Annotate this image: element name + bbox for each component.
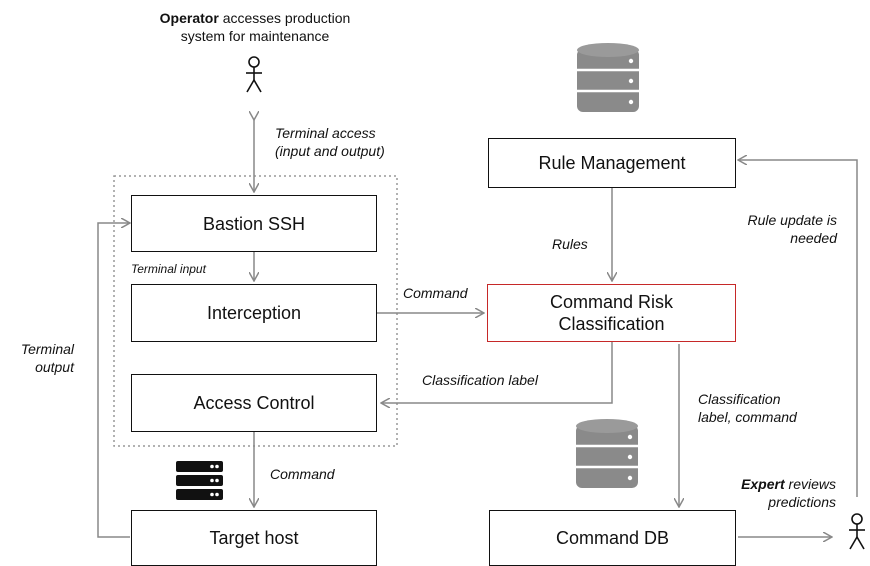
expert-caption-line2: predictions bbox=[768, 494, 836, 510]
rule-update-line2: needed bbox=[790, 230, 837, 246]
target-host-label: Target host bbox=[209, 528, 299, 548]
rule-management-label: Rule Management bbox=[538, 153, 686, 173]
command-risk-classification-box: Command Risk Classification bbox=[487, 284, 736, 342]
database-icon bbox=[577, 43, 639, 112]
edge-risk-access-control bbox=[381, 342, 613, 403]
classification-command-label: Classification label, command bbox=[698, 390, 797, 426]
command-db-box: Command DB bbox=[489, 510, 736, 566]
operator-caption-line2: system for maintenance bbox=[180, 28, 330, 44]
rule-update-label: Rule update is needed bbox=[700, 211, 837, 247]
person-icon bbox=[246, 56, 262, 93]
terminal-access-line2: (input and output) bbox=[275, 143, 385, 159]
command-label-target: Command bbox=[270, 466, 335, 482]
terminal-output-label: Terminal output bbox=[0, 340, 74, 376]
bastion-ssh-box: Bastion SSH bbox=[131, 195, 377, 252]
classification-label-edge: Classification label bbox=[422, 372, 538, 388]
terminal-output-line1: Terminal bbox=[20, 341, 74, 357]
terminal-access-label: Terminal access (input and output) bbox=[275, 124, 385, 160]
interception-label: Interception bbox=[206, 303, 302, 323]
expert-caption: Expert reviews predictions bbox=[700, 475, 836, 511]
operator-role: Operator bbox=[159, 10, 219, 26]
database-icon bbox=[576, 419, 638, 488]
edge-target-bastion-terminal-output bbox=[97, 223, 130, 538]
expert-role: Expert bbox=[741, 476, 785, 492]
edge-expert-rule-update bbox=[738, 160, 858, 497]
classification-command-line1: Classification bbox=[698, 391, 781, 407]
operator-caption: Operator accesses production system for … bbox=[120, 9, 390, 45]
rule-management-box: Rule Management bbox=[488, 138, 736, 188]
access-control-label: Access Control bbox=[193, 393, 315, 413]
person-icon bbox=[849, 513, 865, 550]
command-risk-label-line2: Classification bbox=[558, 314, 665, 334]
rule-update-line1: Rule update is bbox=[747, 212, 837, 228]
access-control-box: Access Control bbox=[131, 374, 377, 432]
expert-caption-line1: reviews bbox=[788, 476, 836, 492]
interception-box: Interception bbox=[131, 284, 377, 342]
bastion-ssh-label: Bastion SSH bbox=[202, 213, 306, 234]
command-risk-label-line1: Command Risk bbox=[549, 292, 674, 312]
terminal-output-line2: output bbox=[35, 359, 74, 375]
terminal-access-line1: Terminal access bbox=[275, 125, 376, 141]
target-host-box: Target host bbox=[131, 510, 377, 566]
rules-label: Rules bbox=[552, 236, 588, 252]
server-icon bbox=[176, 461, 223, 500]
operator-caption-line1: accesses production bbox=[222, 10, 351, 26]
command-label-interception: Command bbox=[403, 285, 468, 301]
terminal-input-label: Terminal input bbox=[131, 262, 206, 276]
command-db-label: Command DB bbox=[555, 528, 670, 548]
classification-command-line2: label, command bbox=[698, 409, 797, 425]
